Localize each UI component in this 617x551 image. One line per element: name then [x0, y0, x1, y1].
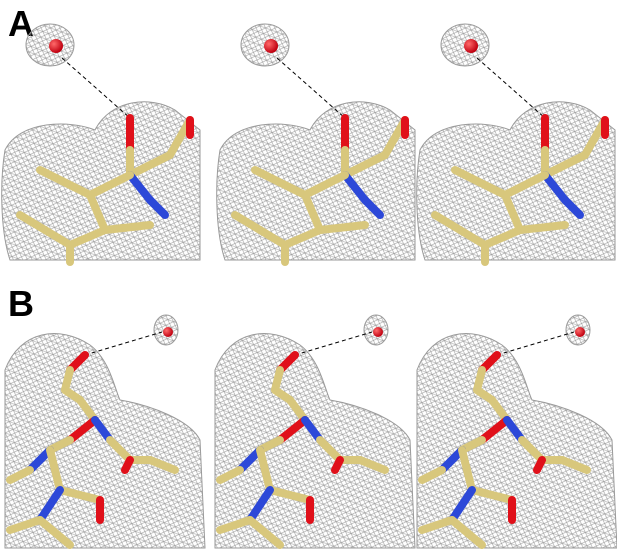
- panel-b-view-2: [215, 315, 415, 548]
- panel-a-view-1: [2, 24, 200, 262]
- panel-b-view-3: [417, 315, 617, 548]
- panel-b-view-1: [5, 315, 205, 548]
- panel-label-b: B: [8, 283, 34, 324]
- panel-a-view-2: [217, 24, 415, 262]
- panel-a-view-3: [417, 24, 615, 262]
